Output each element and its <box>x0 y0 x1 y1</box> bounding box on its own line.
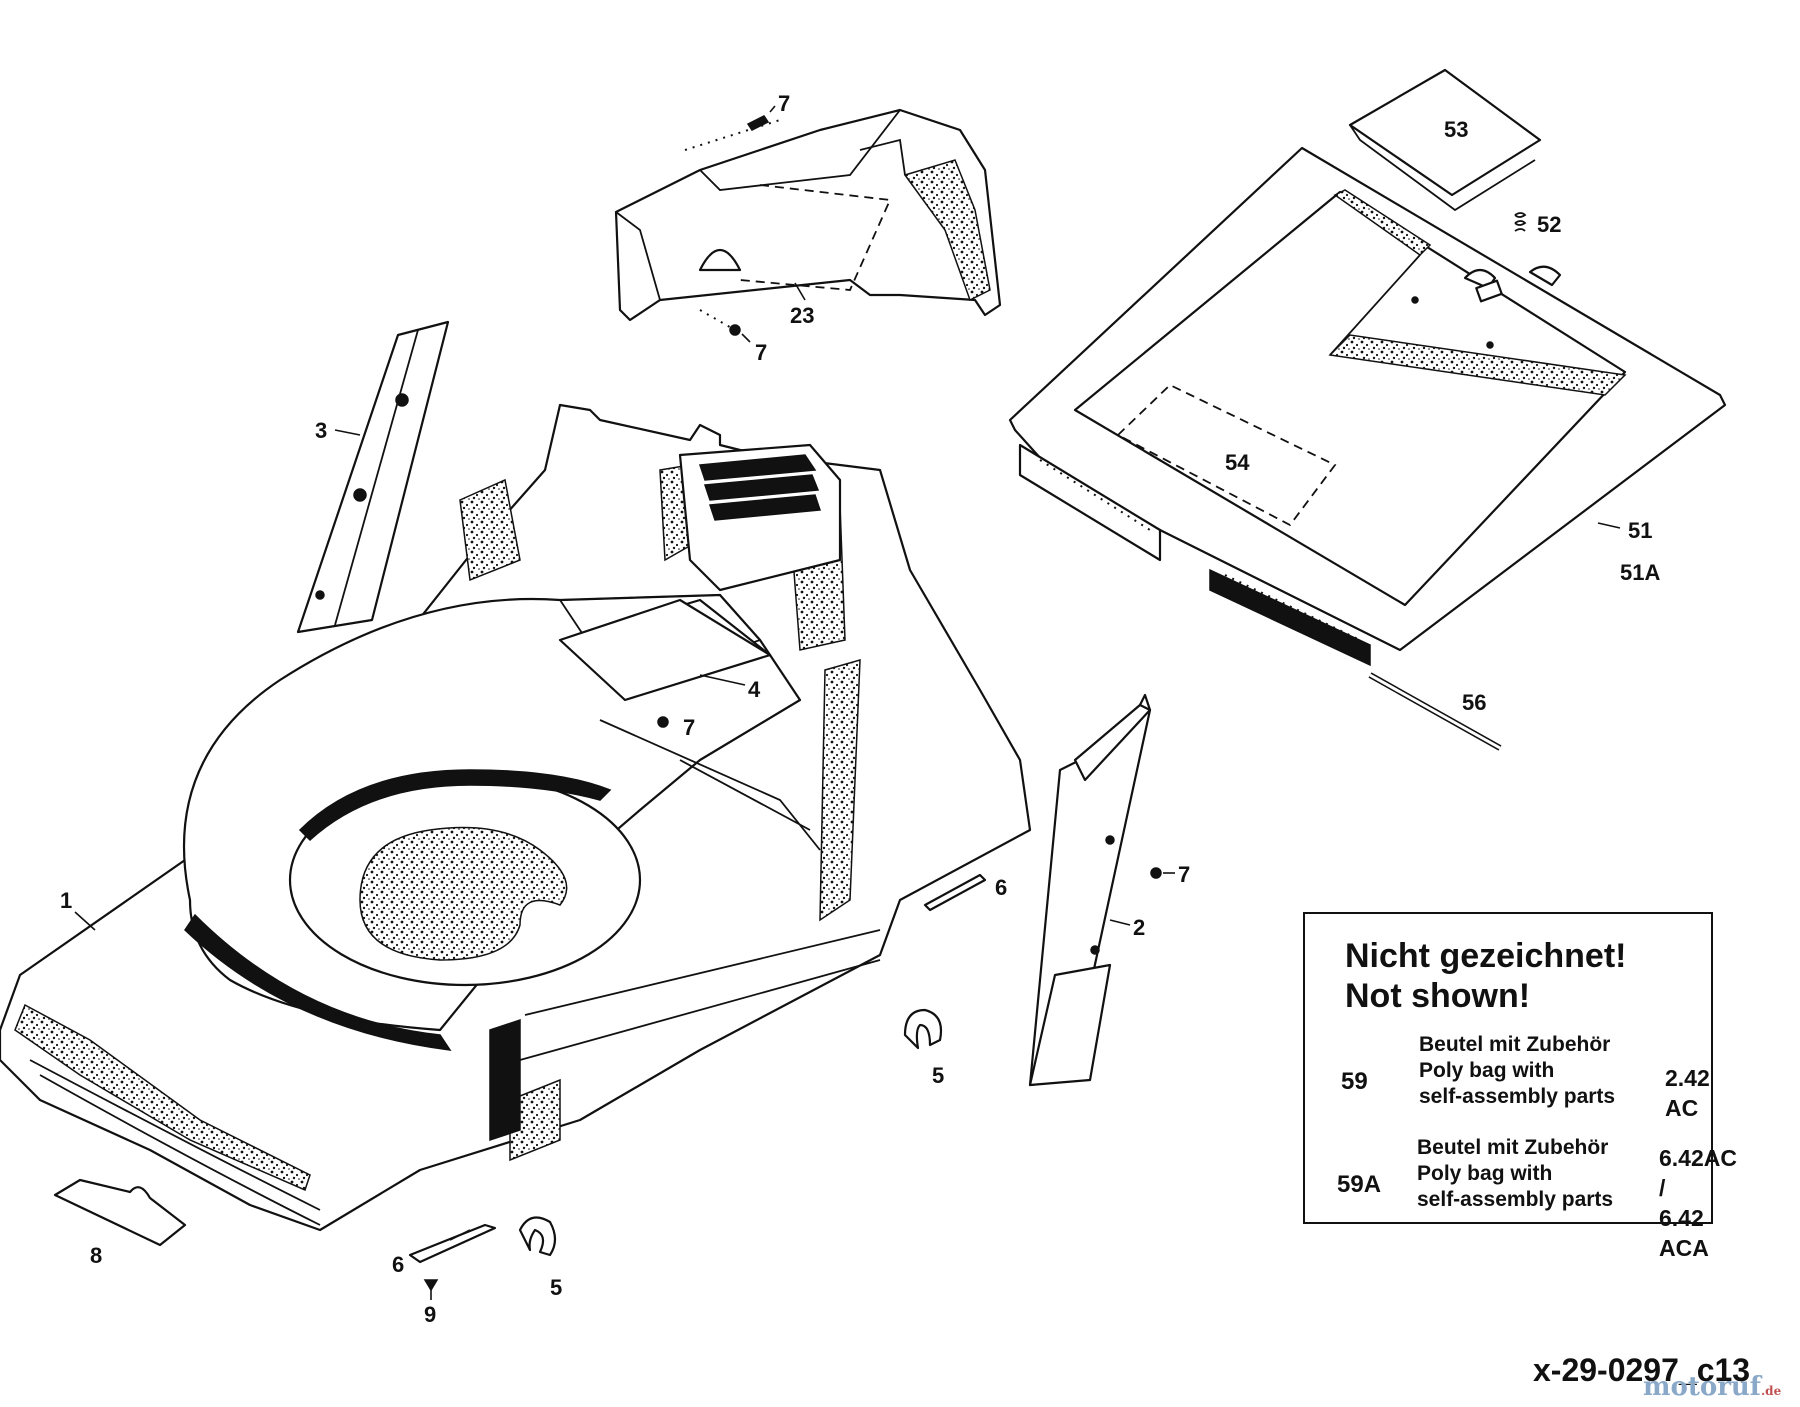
part-code: 59A <box>1337 1171 1382 1198</box>
callout-3: 3 <box>315 418 327 443</box>
desc-line: Poly bag with <box>1419 1059 1555 1082</box>
callout-7b: 7 <box>755 340 767 365</box>
desc-line: self-assembly parts <box>1419 1085 1616 1108</box>
side-flap-part-2 <box>1028 693 1152 1087</box>
callout-52: 52 <box>1537 212 1561 237</box>
part-description: Beutel mit Zubehör Poly bag with self-as… <box>1419 1032 1615 1110</box>
callout-8: 8 <box>90 1243 102 1268</box>
bracket-part-6-left <box>408 1223 497 1264</box>
model-code: 6.42AC / 6.42 ACA <box>1659 1143 1737 1263</box>
bracket-part-6-right <box>923 873 987 912</box>
desc-line: Poly bag with <box>1417 1162 1553 1185</box>
grass-catcher-lid-part-51 <box>1008 146 1727 667</box>
plate-part-4 <box>558 598 772 702</box>
desc-line: Beutel mit Zubehör <box>1419 1033 1611 1056</box>
drawing-number: x-29-0297_c13 <box>1533 1352 1751 1388</box>
callout-6a: 6 <box>995 875 1007 900</box>
callout-6b: 6 <box>392 1252 404 1277</box>
callout-7d: 7 <box>1178 862 1190 887</box>
callout-5a: 5 <box>932 1063 944 1088</box>
bushing-part-5-right <box>903 1008 943 1050</box>
watermark-text: motoruf <box>1643 1372 1761 1402</box>
note-title-english: Not shown! <box>1345 977 1531 1015</box>
callout-4: 4 <box>748 677 761 702</box>
note-title: Nicht gezeichnet! Not shown! <box>1345 936 1626 1016</box>
rear-guard-part-23 <box>614 108 1002 331</box>
mower-deck-part-1 <box>0 403 1032 1232</box>
part-description: Beutel mit Zubehör Poly bag with self-as… <box>1417 1135 1613 1213</box>
part-code: 59 <box>1341 1068 1368 1095</box>
cover-part-53 <box>1348 68 1542 212</box>
callout-1: 1 <box>60 888 72 913</box>
desc-line: self-assembly parts <box>1417 1188 1614 1211</box>
callout-2: 2 <box>1133 915 1145 940</box>
callout-51: 51 <box>1628 518 1652 543</box>
callout-7c: 7 <box>683 715 695 740</box>
rod-part-56 <box>1368 672 1502 751</box>
callout-7a: 7 <box>778 91 790 116</box>
callout-5b: 5 <box>550 1275 562 1300</box>
model-line: 6.42 ACA <box>1659 1205 1709 1261</box>
callout-9: 9 <box>424 1302 436 1327</box>
watermark-logo: motoruf.de <box>1643 1372 1781 1402</box>
screw-7-top <box>746 105 776 131</box>
watermark-tld: .de <box>1761 1384 1782 1398</box>
model-line: 6.42AC / <box>1659 1145 1737 1201</box>
spring-part-52 <box>1514 212 1527 232</box>
model-line: 2.42 AC <box>1665 1065 1710 1121</box>
callout-54: 54 <box>1225 450 1250 475</box>
bushing-part-5-left <box>518 1216 557 1257</box>
rail-part-3 <box>296 320 450 634</box>
plate-part-8 <box>53 1178 187 1247</box>
callout-53: 53 <box>1444 117 1468 142</box>
screw-part-9 <box>423 1279 439 1300</box>
not-shown-note-box: Nicht gezeichnet! Not shown! 59 Beutel m… <box>1303 912 1737 1261</box>
callout-23: 23 <box>790 303 814 328</box>
screw-7-deck <box>657 716 669 728</box>
note-title-german: Nicht gezeichnet! <box>1345 937 1627 975</box>
screw-7-mid <box>729 324 751 343</box>
callout-56: 56 <box>1462 690 1486 715</box>
screw-7-right <box>1150 867 1175 879</box>
desc-line: Beutel mit Zubehör <box>1417 1136 1609 1159</box>
model-code: 2.42 AC <box>1665 1063 1711 1123</box>
callout-51a: 51A <box>1620 560 1660 585</box>
